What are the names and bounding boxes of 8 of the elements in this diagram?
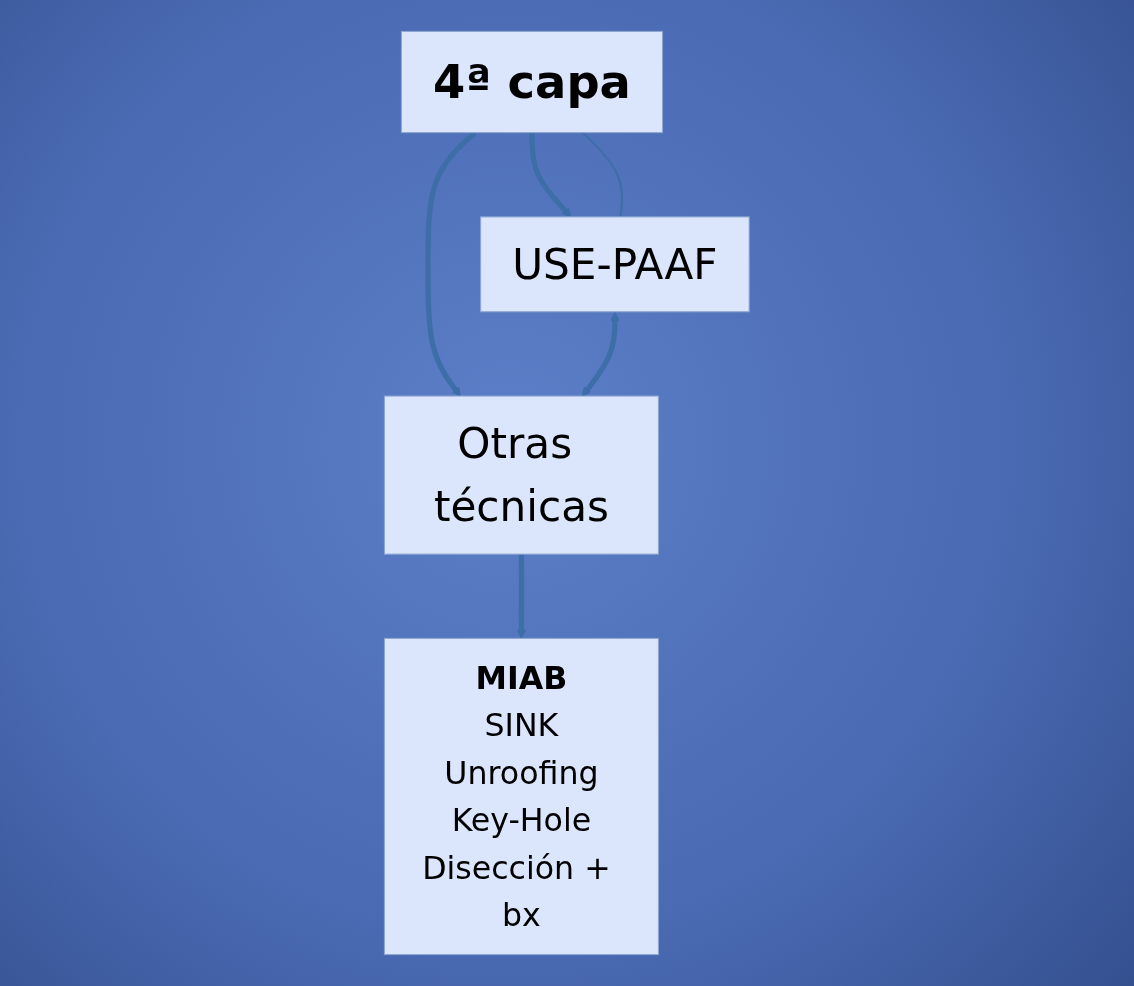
node-box: MIAB SINK Unroofing Key-Hole Disección + bx bbox=[384, 637, 660, 956]
node-box: 4ª capa bbox=[401, 30, 664, 134]
arrow bbox=[582, 311, 620, 397]
node-box: Otras técnicas bbox=[384, 395, 660, 555]
connector bbox=[582, 131, 624, 218]
node-box: USE-PAAF bbox=[480, 216, 750, 313]
arrow bbox=[517, 554, 527, 639]
arrow bbox=[529, 132, 572, 218]
